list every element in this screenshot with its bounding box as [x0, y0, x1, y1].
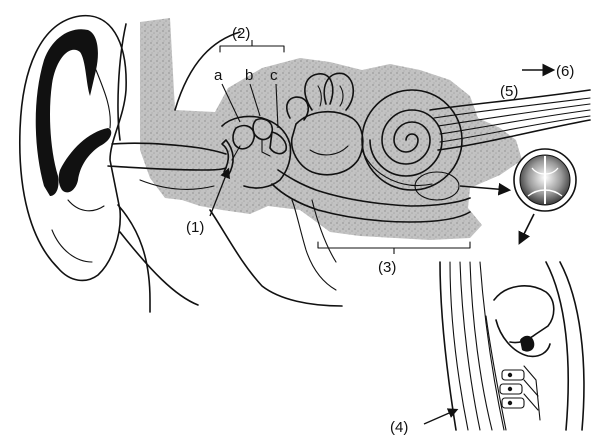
label-nerve: (5) [500, 83, 518, 100]
label-ossicle-b: b [245, 67, 253, 84]
label-to-brain: (6) [556, 63, 574, 80]
cochlea-cross-section [514, 149, 576, 211]
label-cochlea: (3) [378, 259, 396, 276]
label-ossicle-a: a [214, 67, 223, 84]
label-ossicles: (2) [232, 25, 250, 42]
temporal-bone [140, 18, 522, 240]
label-ossicle-c: c [270, 67, 278, 84]
jaw-outline [120, 232, 198, 305]
pinna [20, 16, 126, 281]
label-hair-cells: (4) [390, 419, 408, 436]
organ-of-corti-detail [440, 262, 584, 430]
label-eardrum: (1) [186, 219, 204, 236]
detail-arrow [520, 214, 534, 242]
